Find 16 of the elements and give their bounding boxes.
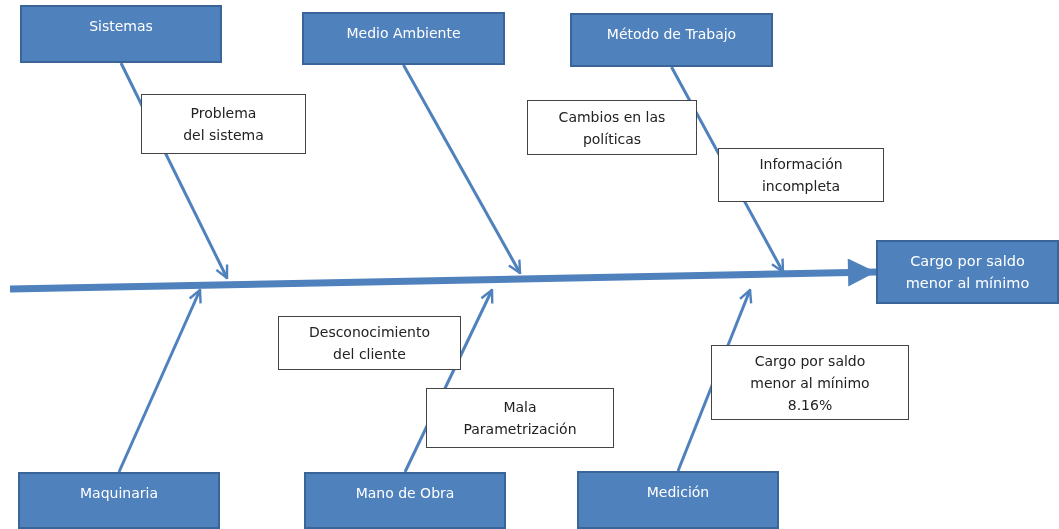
effect-box: Cargo por saldo menor al mínimo (876, 240, 1059, 304)
category-box: Medición (577, 471, 779, 529)
category-box: Mano de Obra (304, 472, 506, 529)
cause-box: Información incompleta (718, 148, 884, 202)
cause-box: Cambios en las políticas (527, 100, 697, 155)
cause-box: Mala Parametrización (426, 388, 614, 448)
cause-box: Cargo por saldo menor al mínimo 8.16% (711, 345, 909, 420)
bone-arrow (117, 288, 202, 473)
category-box: Medio Ambiente (302, 12, 505, 65)
bone-arrow (402, 64, 522, 275)
category-box: Maquinaria (18, 472, 220, 529)
cause-box: Desconocimiento del cliente (278, 316, 461, 370)
category-box: Sistemas (20, 5, 222, 63)
spine-arrow (9, 258, 877, 293)
cause-box: Problema del sistema (141, 94, 306, 154)
category-box: Método de Trabajo (570, 13, 773, 67)
